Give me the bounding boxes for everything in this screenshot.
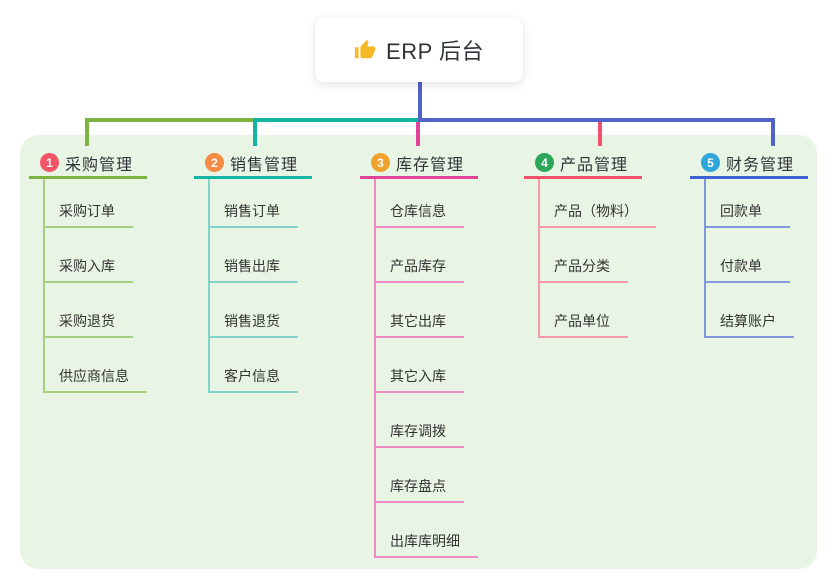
child-label: 其它入库 — [390, 368, 446, 384]
child-node[interactable]: 库存调拨 — [376, 393, 464, 448]
connector-drop-branch4 — [598, 122, 602, 146]
child-node[interactable]: 产品（物料） — [540, 179, 656, 228]
child-label: 产品（物料） — [554, 203, 638, 219]
branch-number-badge: 3 — [371, 153, 390, 172]
branch-header-1[interactable]: 1 采购管理 — [29, 149, 147, 179]
child-label: 产品单位 — [554, 313, 610, 329]
connector-drop-branch3 — [416, 122, 420, 146]
connector-segment-branch2 — [253, 118, 420, 122]
connector-drop-branch2 — [253, 118, 257, 146]
branch-title: 财务管理 — [726, 156, 795, 174]
branch-header-3[interactable]: 3 库存管理 — [360, 149, 478, 179]
branch-children: 销售订单 销售出库 销售退货 客户信息 — [208, 179, 298, 393]
connector-drop-branch5 — [771, 118, 775, 146]
branch-title: 产品管理 — [560, 156, 629, 174]
branch-children: 回款单 付款单 结算账户 — [704, 179, 794, 338]
branch-children: 采购订单 采购入库 采购退货 供应商信息 — [43, 179, 147, 393]
child-node[interactable]: 结算账户 — [706, 283, 794, 338]
child-label: 供应商信息 — [59, 368, 129, 384]
branch-header-5[interactable]: 5 财务管理 — [690, 149, 808, 179]
child-node[interactable]: 采购入库 — [45, 228, 133, 283]
branch-number-badge: 2 — [205, 153, 224, 172]
child-node[interactable]: 产品库存 — [376, 228, 464, 283]
child-label: 回款单 — [720, 203, 762, 219]
child-node[interactable]: 采购订单 — [45, 179, 133, 228]
child-node[interactable]: 销售退货 — [210, 283, 298, 338]
child-node[interactable]: 供应商信息 — [45, 338, 147, 393]
child-node[interactable]: 客户信息 — [210, 338, 298, 393]
branch-node-3: 3 库存管理 仓库信息 产品库存 其它出库 其它入库 库存调拨 库存盘点 出库库… — [360, 149, 478, 558]
thumbs-up-icon — [354, 39, 376, 59]
branch-title: 采购管理 — [65, 156, 134, 174]
branch-number-badge: 5 — [701, 153, 720, 172]
child-label: 销售退货 — [224, 313, 280, 329]
child-node[interactable]: 出库库明细 — [376, 503, 478, 558]
child-label: 产品库存 — [390, 258, 446, 274]
branch-children: 产品（物料） 产品分类 产品单位 — [538, 179, 656, 338]
child-label: 产品分类 — [554, 258, 610, 274]
branch-number-badge: 4 — [535, 153, 554, 172]
child-node[interactable]: 付款单 — [706, 228, 790, 283]
branch-title: 库存管理 — [396, 156, 465, 174]
branch-header-2[interactable]: 2 销售管理 — [194, 149, 312, 179]
child-label: 采购订单 — [59, 203, 115, 219]
child-node[interactable]: 销售出库 — [210, 228, 298, 283]
child-label: 采购入库 — [59, 258, 115, 274]
child-node[interactable]: 产品分类 — [540, 228, 628, 283]
branch-header-4[interactable]: 4 产品管理 — [524, 149, 642, 179]
child-label: 出库库明细 — [390, 533, 460, 549]
child-label: 库存盘点 — [390, 478, 446, 494]
root-node[interactable]: ERP 后台 — [315, 18, 523, 82]
branch-node-2: 2 销售管理 销售订单 销售出库 销售退货 客户信息 — [194, 149, 312, 393]
child-node[interactable]: 仓库信息 — [376, 179, 464, 228]
root-label: ERP 后台 — [386, 39, 484, 64]
child-label: 付款单 — [720, 258, 762, 274]
child-label: 客户信息 — [224, 368, 280, 384]
child-node[interactable]: 采购退货 — [45, 283, 133, 338]
connector-segment-branch1 — [85, 118, 255, 122]
child-node[interactable]: 回款单 — [706, 179, 790, 228]
child-label: 库存调拨 — [390, 423, 446, 439]
child-node[interactable]: 销售订单 — [210, 179, 298, 228]
child-node[interactable]: 库存盘点 — [376, 448, 464, 503]
branch-node-1: 1 采购管理 采购订单 采购入库 采购退货 供应商信息 — [29, 149, 147, 393]
child-label: 采购退货 — [59, 313, 115, 329]
child-label: 销售订单 — [224, 203, 280, 219]
child-node[interactable]: 其它入库 — [376, 338, 464, 393]
child-label: 结算账户 — [720, 313, 776, 329]
branch-children: 仓库信息 产品库存 其它出库 其它入库 库存调拨 库存盘点 出库库明细 — [374, 179, 478, 558]
connector-root-vertical — [418, 82, 422, 118]
connector-drop-branch1 — [85, 118, 89, 146]
branch-node-5: 5 财务管理 回款单 付款单 结算账户 — [690, 149, 808, 338]
connector-segment-right — [418, 118, 775, 122]
branch-node-4: 4 产品管理 产品（物料） 产品分类 产品单位 — [524, 149, 656, 338]
child-label: 销售出库 — [224, 258, 280, 274]
branch-group-background — [20, 135, 817, 569]
child-label: 仓库信息 — [390, 203, 446, 219]
branch-title: 销售管理 — [230, 156, 299, 174]
child-label: 其它出库 — [390, 313, 446, 329]
child-node[interactable]: 产品单位 — [540, 283, 628, 338]
child-node[interactable]: 其它出库 — [376, 283, 464, 338]
branch-number-badge: 1 — [40, 153, 59, 172]
